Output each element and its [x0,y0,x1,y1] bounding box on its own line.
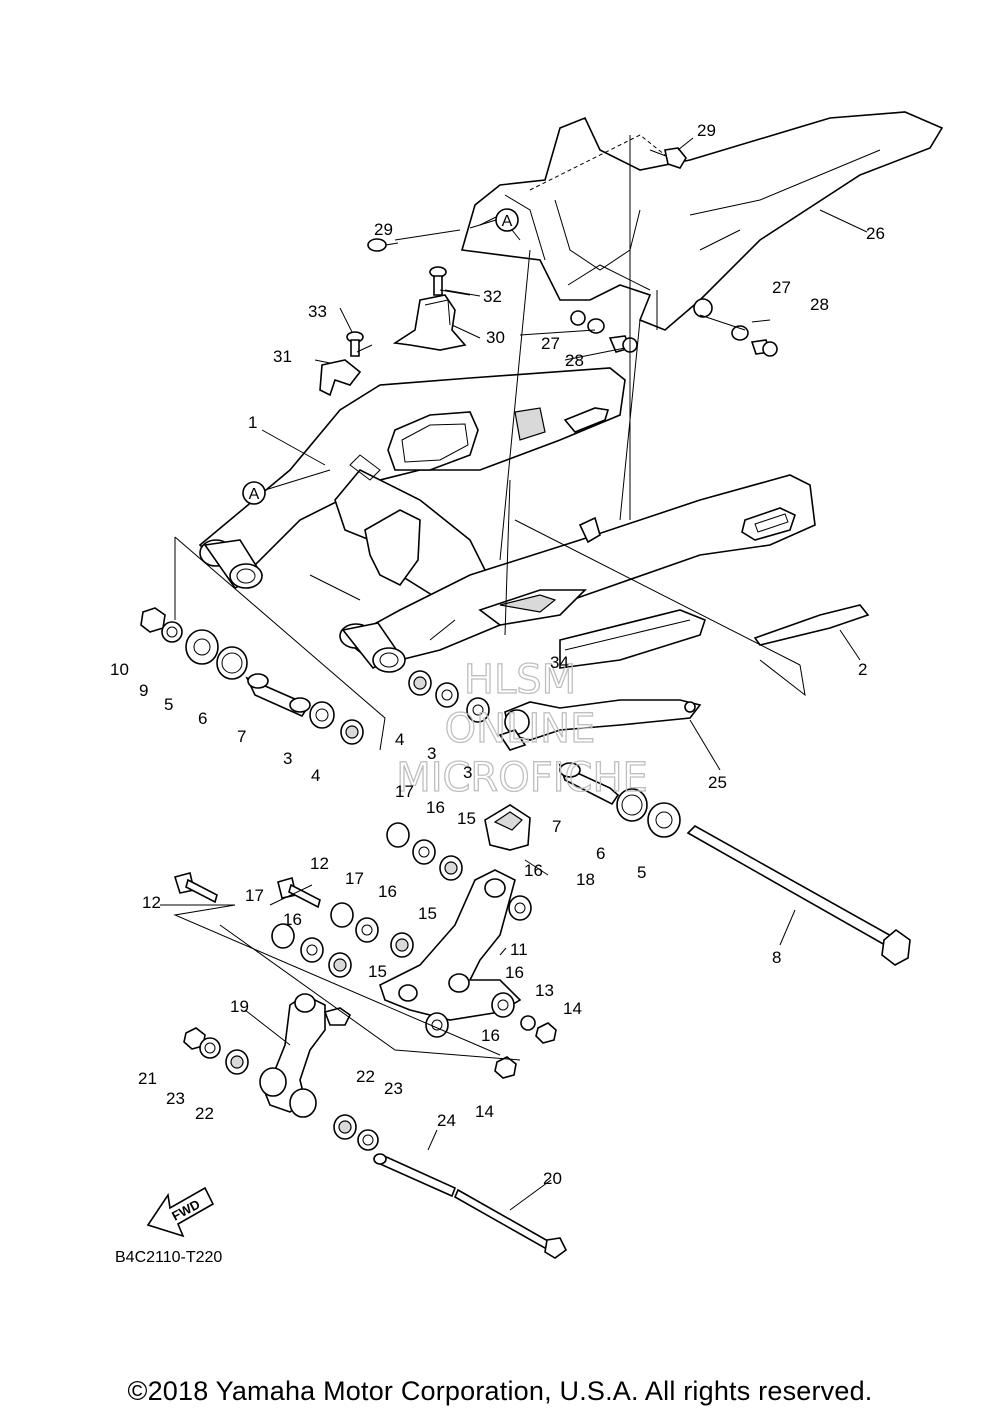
svg-text:A: A [249,486,260,503]
callout-14b: 14 [475,1102,494,1121]
callout-30: 30 [486,328,505,347]
watermark: HLSM ONLINE MICROFICHE [396,656,649,801]
callout-23a: 23 [384,1079,403,1098]
callout-34: 34 [550,653,569,672]
diagram-code: B4C2110-T220 [115,1249,222,1266]
callout-20: 20 [543,1169,562,1188]
callout-2: 2 [858,660,867,679]
hose-holder [319,359,362,397]
callout-16e: 16 [505,963,524,982]
callout-3b: 3 [427,744,436,763]
swing-arm [198,367,816,673]
rivet-29b [367,238,399,252]
bearings-linkage [271,822,557,1079]
rod-parts [183,1027,568,1259]
brake-hose-clamp [392,294,467,351]
callout-26: 26 [866,224,885,243]
callout-9: 9 [139,681,148,700]
callout-16b: 16 [524,861,543,880]
callout-7b: 7 [552,817,561,836]
callout-27b: 27 [541,334,560,353]
rear-fender [460,111,944,331]
svg-text:MICROFICHE: MICROFICHE [396,755,648,801]
callout-19: 19 [230,997,249,1016]
callout-6a: 6 [198,709,207,728]
reference-marker-a: A [469,208,519,232]
callout-5a: 5 [164,695,173,714]
callout-5b: 5 [637,863,646,882]
callout-22b: 22 [195,1104,214,1123]
callout-33: 33 [308,302,327,321]
callout-3a: 3 [283,749,292,768]
pivot-parts-right [408,670,911,966]
callout-leaders [244,137,868,1211]
bolts-12 [173,872,321,909]
exploded-parts-diagram: A A HLSM ONLINE MICROFICHE FWD B4C2110-T… [110,111,944,1266]
connecting-rod [259,993,352,1118]
callout-23b: 23 [166,1089,185,1108]
callout-21: 21 [138,1069,157,1088]
forward-arrow-icon: FWD [146,1186,215,1238]
callout-28a: 28 [810,295,829,314]
callout-14a: 14 [563,999,582,1018]
callout-15a: 15 [457,809,476,828]
callout-28b: 28 [565,351,584,370]
bolt-28b [750,339,778,357]
callout-31: 31 [273,347,292,366]
cover-18 [484,804,531,851]
callout-16c: 16 [378,882,397,901]
chain-case [559,609,706,669]
callout-17c: 17 [245,886,264,905]
bolt-28a [608,335,638,353]
callout-16a: 16 [426,798,445,817]
callout-6b: 6 [596,844,605,863]
callout-29b: 29 [374,220,393,239]
callout-4b: 4 [311,766,320,785]
callout-12b: 12 [142,893,161,912]
callout-10: 10 [110,660,129,679]
chain-puller [498,699,702,751]
callout-3c: 3 [463,763,472,782]
callout-1: 1 [248,413,257,432]
callout-27a: 27 [772,278,791,297]
callout-32: 32 [483,287,502,306]
callout-7a: 7 [237,727,246,746]
callout-17a: 17 [395,782,414,801]
callout-13: 13 [535,981,554,1000]
callout-numbers: 1 2 3 3 3 4 4 5 5 6 6 7 7 8 9 10 11 12 1… [110,121,885,1188]
reference-marker-a-2: A [242,469,331,505]
svg-text:HLSM: HLSM [464,657,576,703]
callout-16f: 16 [481,1026,500,1045]
svg-text:ONLINE: ONLINE [445,706,596,752]
pivot-parts-left [140,607,364,745]
rivet-29a [649,147,687,169]
screw-33 [346,331,364,357]
callout-12a: 12 [310,854,329,873]
callout-17b: 17 [345,869,364,888]
callout-4a: 4 [395,730,404,749]
callout-11: 11 [510,940,528,959]
callout-15b: 15 [418,904,437,923]
decal [753,604,870,646]
callout-16d: 16 [283,910,302,929]
callout-18: 18 [576,870,595,889]
copyright-notice: ©2018 Yamaha Motor Corporation, U.S.A. A… [127,1376,873,1406]
collar-27a [587,318,605,334]
callout-24: 24 [437,1111,456,1130]
callout-25: 25 [708,773,727,792]
callout-22a: 22 [356,1067,375,1086]
callout-15c: 15 [368,962,387,981]
leader-lines [160,134,806,1061]
callout-8: 8 [772,948,781,967]
svg-text:A: A [502,213,513,230]
callout-29a: 29 [697,121,716,140]
